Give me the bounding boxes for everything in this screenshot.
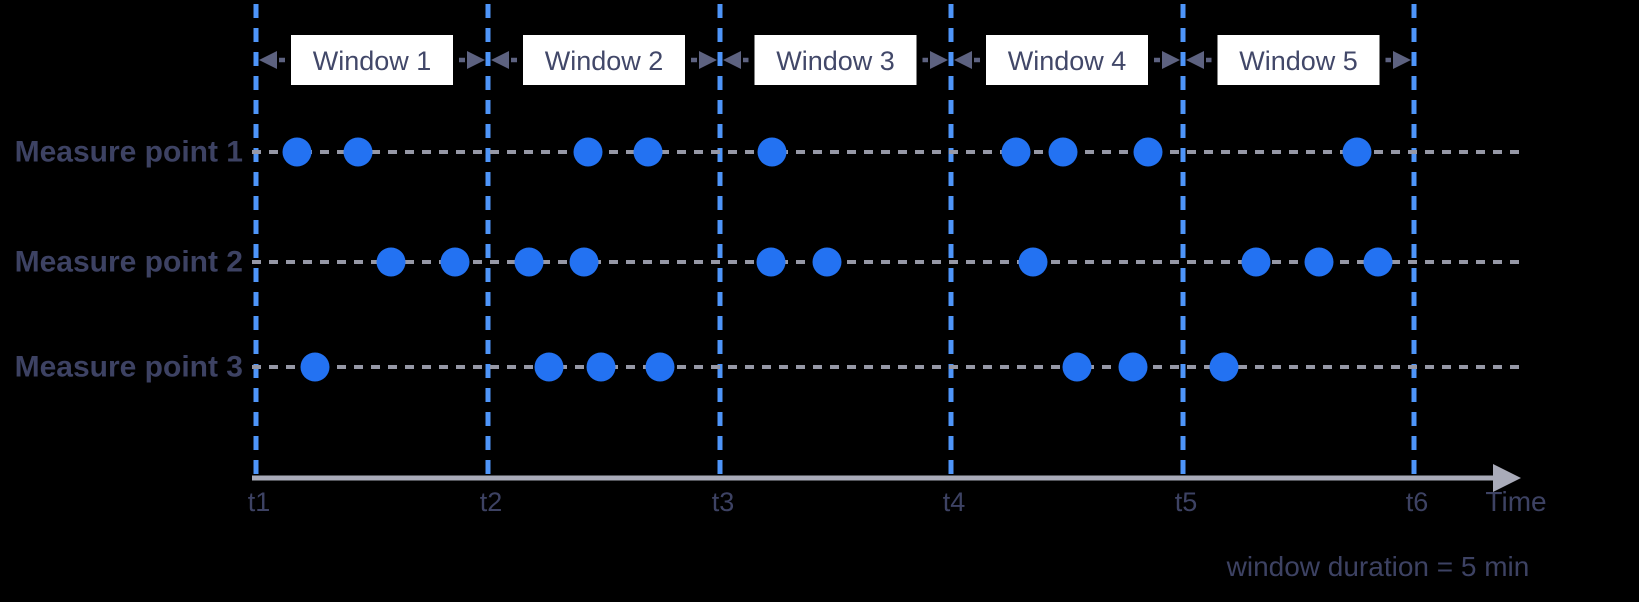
event-dot xyxy=(1118,352,1148,382)
event-dot xyxy=(812,247,842,277)
event-dot xyxy=(1209,352,1239,382)
arrowhead-right-icon xyxy=(1393,51,1411,69)
time-axis-arrowhead-icon xyxy=(1493,464,1521,492)
event-dot xyxy=(633,137,663,167)
event-dot xyxy=(1133,137,1163,167)
boundary-tick-label: t2 xyxy=(480,487,503,517)
window-label-box xyxy=(291,35,453,85)
event-dot xyxy=(1304,247,1334,277)
event-dot xyxy=(756,247,786,277)
arrowhead-left-icon xyxy=(259,51,277,69)
event-dot xyxy=(1001,137,1031,167)
measure-point-label: Measure point 1 xyxy=(15,136,243,169)
boundary-tick-label: t5 xyxy=(1175,487,1198,517)
event-dot xyxy=(569,247,599,277)
event-dot xyxy=(1062,352,1092,382)
measure-rows-group: Measure point 1 Measure point 2 Measure po… xyxy=(15,136,1520,384)
window-label: Window 5 xyxy=(1239,46,1358,76)
event-dot xyxy=(1018,247,1048,277)
boundary-tick-label: t4 xyxy=(943,487,966,517)
window-label: Window 2 xyxy=(545,46,664,76)
window-label-box xyxy=(754,35,917,85)
window-label: Window 4 xyxy=(1008,46,1127,76)
event-dot xyxy=(534,352,564,382)
boundary-lines-group: t1 t2 t3 t4 t5 t6 xyxy=(248,4,1429,517)
event-dot xyxy=(300,352,330,382)
arrowhead-right-icon xyxy=(467,51,485,69)
window-annotations-group: Window 1 Window 2 Window 3 Window 4 Window 5 xyxy=(259,35,1411,85)
event-dot xyxy=(1048,137,1078,167)
window-label-box xyxy=(1217,35,1380,85)
arrowhead-left-icon xyxy=(491,51,509,69)
boundary-tick-label: t6 xyxy=(1406,487,1429,517)
event-dot xyxy=(343,137,373,167)
event-dot xyxy=(376,247,406,277)
arrowhead-right-icon xyxy=(930,51,948,69)
window-label: Window 1 xyxy=(313,46,432,76)
arrowhead-left-icon xyxy=(723,51,741,69)
measure-point-label: Measure point 3 xyxy=(15,351,243,384)
measure-point-label: Measure point 2 xyxy=(15,246,243,279)
window-label-box xyxy=(523,35,685,85)
time-axis-group: Time xyxy=(252,464,1547,517)
event-dot xyxy=(440,247,470,277)
boundary-tick-label: t3 xyxy=(712,487,735,517)
window-label-box xyxy=(986,35,1148,85)
event-dot xyxy=(282,137,312,167)
arrowhead-left-icon xyxy=(954,51,972,69)
event-dot xyxy=(514,247,544,277)
event-dot xyxy=(1363,247,1393,277)
event-dot xyxy=(1342,137,1372,167)
event-dot xyxy=(573,137,603,167)
arrowhead-left-icon xyxy=(1186,51,1204,69)
arrowhead-right-icon xyxy=(699,51,717,69)
event-dot xyxy=(645,352,675,382)
time-axis-label: Time xyxy=(1485,486,1546,517)
boundary-tick-label: t1 xyxy=(248,487,271,517)
event-dot xyxy=(757,137,787,167)
event-dot xyxy=(586,352,616,382)
arrowhead-right-icon xyxy=(1162,51,1180,69)
event-dot xyxy=(1241,247,1271,277)
window-duration-caption: window duration = 5 min xyxy=(1226,551,1530,582)
window-label: Window 3 xyxy=(776,46,895,76)
